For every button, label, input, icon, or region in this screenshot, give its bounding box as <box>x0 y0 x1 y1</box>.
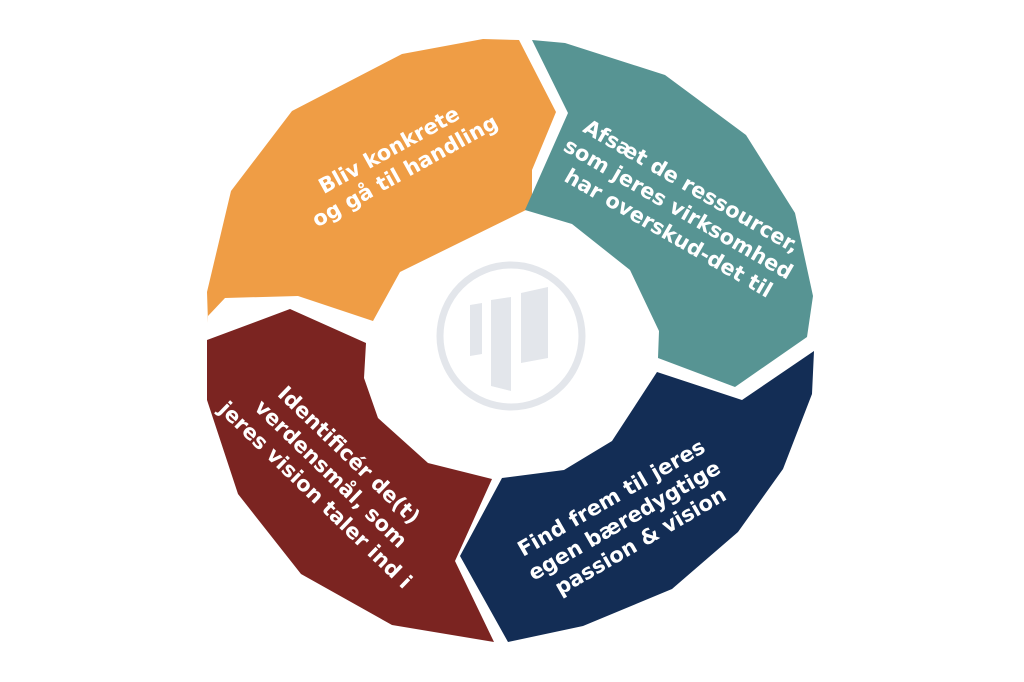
segment-bliv-konkrete <box>207 39 556 323</box>
segment-identificer <box>207 309 494 642</box>
bars-logo-icon <box>470 287 548 391</box>
segment-find-frem <box>460 351 814 642</box>
logo-ring <box>436 261 586 411</box>
segment-afsaet-ressourcer <box>525 40 813 387</box>
